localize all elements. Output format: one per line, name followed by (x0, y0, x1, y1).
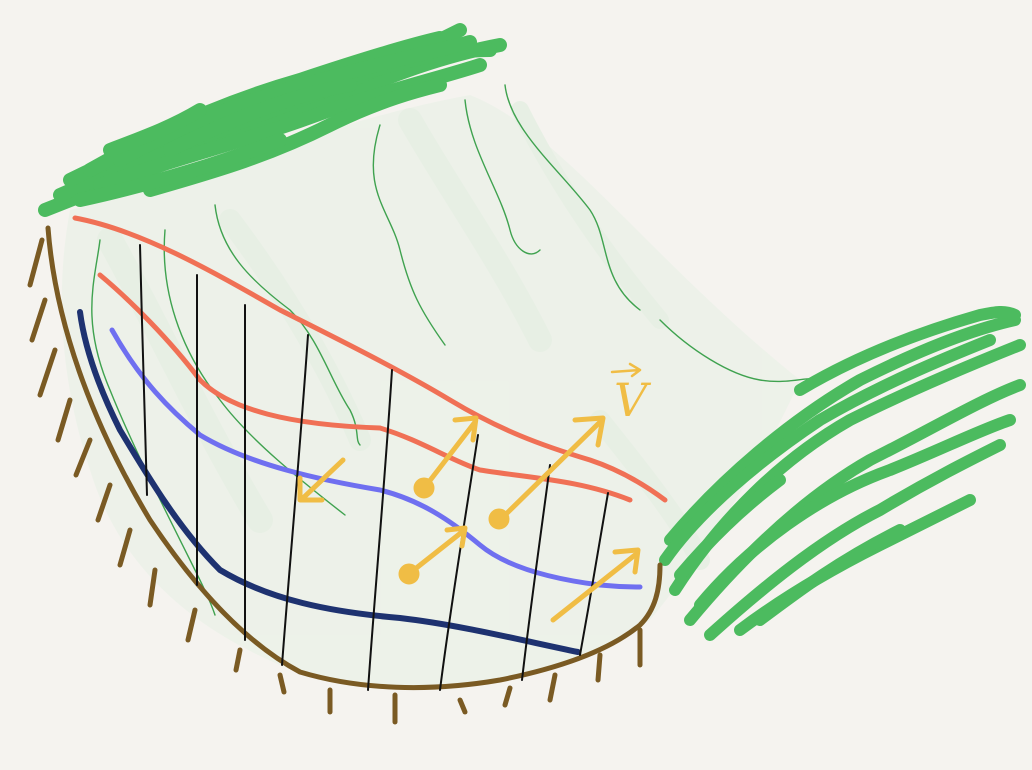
vegetation-lower-right (659, 306, 1026, 641)
contour-red-upper (72, 215, 668, 503)
veg-lr-5 (659, 334, 996, 566)
grid-line-5 (367, 369, 393, 691)
grid-line-7 (521, 464, 551, 681)
hatch-4 (55, 397, 73, 443)
hatch-11 (277, 672, 287, 695)
thin-line-6 (163, 229, 346, 516)
arrow-2-tail-dot (488, 508, 510, 530)
arrow-1-head (452, 415, 479, 443)
arrow-3-tail-dot (398, 563, 420, 585)
hatch-15 (502, 685, 513, 708)
hatch-6 (95, 482, 113, 523)
thin-line-3 (504, 84, 641, 311)
veg-lr-6 (694, 414, 1016, 611)
thin-line-2 (464, 99, 541, 255)
veg-lr-10 (754, 524, 906, 626)
thin-line-5 (659, 319, 821, 383)
arrow-1-tail-dot (413, 477, 435, 499)
thin-line-1 (372, 124, 446, 346)
arrow-5-shaft (300, 457, 346, 501)
grid-line-8 (579, 492, 609, 656)
hatch-8 (147, 567, 158, 608)
thin-line-7 (91, 239, 216, 616)
grid-line-1 (139, 244, 148, 496)
vector-arrow-4 (550, 547, 641, 623)
veg-ul-7 (143, 78, 447, 197)
vegetation-upper-left (38, 23, 507, 217)
vector-arrow-3 (398, 525, 468, 585)
thin-green-lines (91, 84, 821, 616)
arrow-4-shaft (550, 552, 638, 623)
wash-stroke-4 (511, 101, 669, 329)
veg-lr-4 (704, 439, 1006, 641)
hatch-10 (233, 647, 243, 673)
valley-floor-line (45, 225, 663, 691)
velocity-label: V (610, 362, 652, 427)
veg-ul-5 (93, 58, 487, 192)
hatch-14 (457, 697, 468, 715)
hatch-1 (27, 237, 45, 288)
arrow-3-head (444, 525, 468, 549)
contour-red-lower (97, 272, 633, 503)
arrow-2-shaft (497, 419, 603, 523)
vector-arrow-5 (297, 457, 346, 503)
wash-stroke-2 (219, 209, 371, 451)
velocity-symbol: V (614, 373, 652, 427)
veg-ul-8 (73, 133, 287, 207)
hatch-7 (117, 527, 133, 568)
arrow-4-head (612, 547, 641, 575)
terrain-hatching (27, 237, 643, 725)
veg-ul-9 (163, 78, 357, 157)
wash-stroke-3 (398, 108, 552, 352)
hatch-2 (29, 297, 48, 343)
hatch-16 (547, 672, 558, 703)
hatch-17 (595, 652, 603, 683)
label-overbar-arrow (610, 362, 642, 378)
arrow-3-shaft (407, 529, 465, 576)
arrow-2-head (572, 415, 606, 448)
veg-lr-8 (794, 306, 1021, 396)
vector-arrow-2 (488, 415, 606, 530)
veg-ul-6 (113, 35, 477, 167)
terrain-profile (27, 225, 663, 725)
wash-stroke-1 (97, 227, 273, 533)
grid-line-6 (439, 434, 479, 691)
veg-lr-9 (674, 474, 786, 581)
hatch-9 (185, 607, 198, 643)
hatch-5 (73, 437, 93, 478)
veg-lr-1 (664, 314, 1021, 546)
arrow-5-head (297, 475, 325, 503)
contour-navy (77, 309, 581, 655)
vertical-grid-lines (139, 244, 609, 691)
vector-arrow-1 (413, 415, 479, 499)
veg-ul-10 (103, 103, 207, 157)
velocity-vectors (297, 415, 641, 623)
grid-line-4 (281, 334, 309, 666)
hatch-3 (37, 347, 58, 398)
arrow-1-shaft (422, 419, 478, 490)
